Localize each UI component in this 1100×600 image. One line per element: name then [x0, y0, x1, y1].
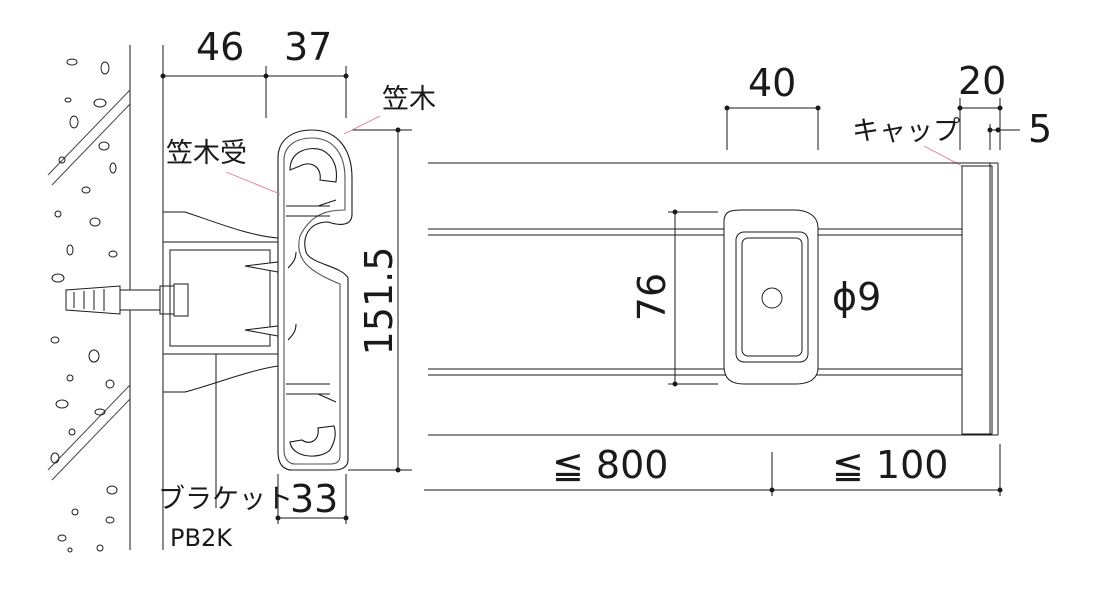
- label-cap: キャップ: [852, 116, 960, 147]
- dimension-151-5: 151.5: [357, 246, 401, 356]
- elevation-view: [428, 163, 998, 435]
- label-bracket: ブラケット: [158, 484, 293, 515]
- anchor-bolt: [66, 284, 188, 316]
- dimension-phi9: ϕ9: [832, 275, 882, 319]
- bracket-plate: [724, 210, 818, 384]
- left-dimensions: [161, 66, 412, 524]
- dimension-76: 76: [630, 272, 674, 322]
- dimension-37: 37: [284, 25, 333, 69]
- dimension-33: 33: [290, 477, 339, 521]
- dimension-46: 46: [196, 25, 245, 69]
- dimension-40: 40: [748, 61, 797, 105]
- dimension-le100: ≦ 100: [832, 443, 949, 487]
- dimension-5: 5: [1028, 107, 1053, 151]
- bolt-hole: [762, 288, 782, 308]
- label-kasagi-uke: 笠木受: [166, 138, 247, 169]
- dimension-le800: ≦ 800: [552, 443, 669, 487]
- label-bracket-code: PB2K: [170, 524, 232, 552]
- kasagi-profile: [278, 130, 352, 470]
- dimension-20: 20: [958, 59, 1007, 103]
- bracket-pb2k: [163, 212, 278, 392]
- right-dimensions: [424, 98, 1020, 496]
- label-kasagi: 笠木: [382, 84, 436, 115]
